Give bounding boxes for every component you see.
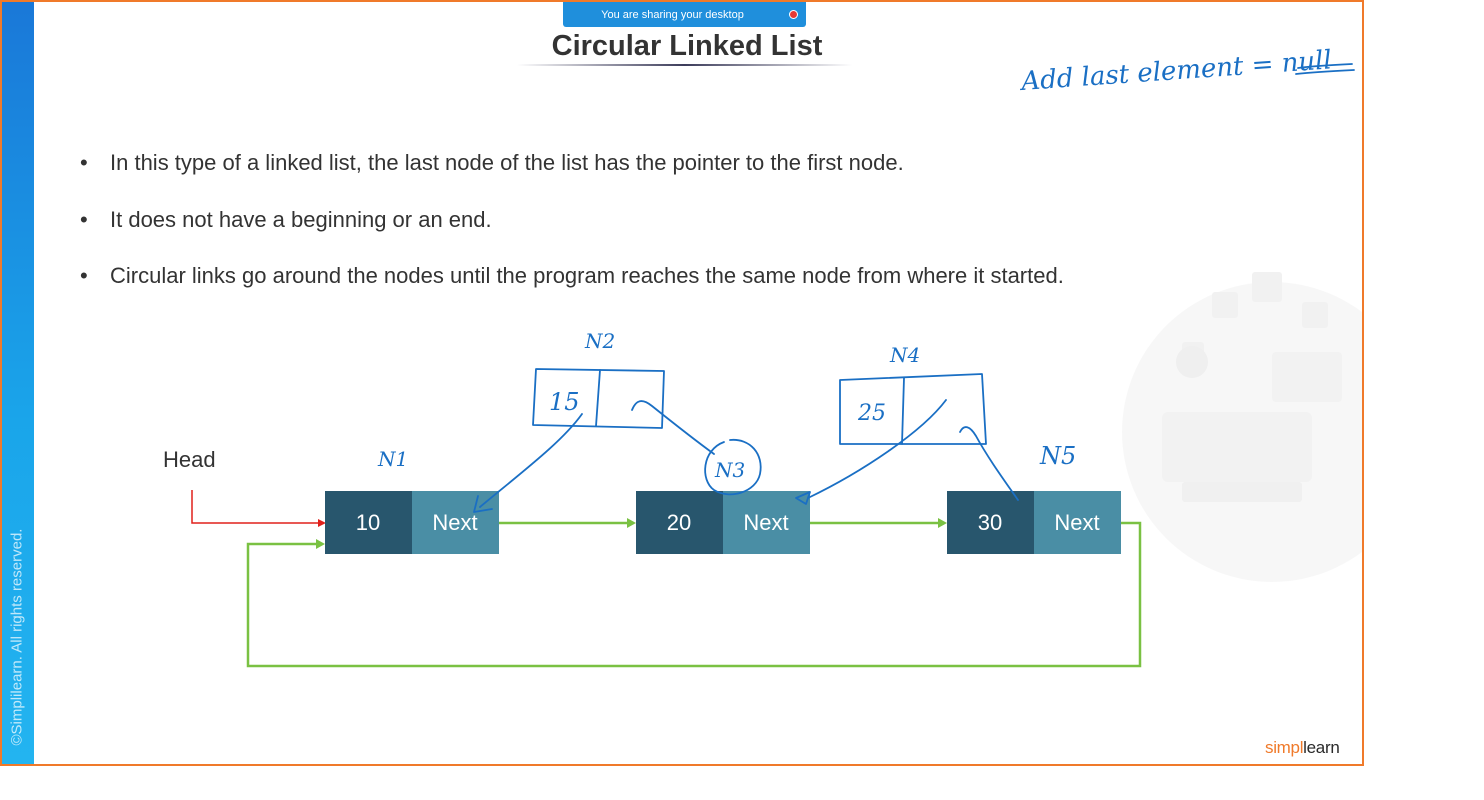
slide: ©Simplilearn. All rights reserved. You a… — [0, 0, 1364, 766]
link-arrow-tip-icon — [938, 518, 947, 528]
title-underline — [517, 64, 852, 66]
bullet-item: • It does not have a beginning or an end. — [80, 207, 492, 233]
sketch-node-label: N3 — [714, 458, 745, 482]
sketch-node-label: N4 — [889, 343, 920, 367]
sketch-circle — [704, 439, 762, 496]
screen-share-banner[interactable]: You are sharing your desktop — [563, 2, 806, 27]
bullet-dot-icon: • — [80, 263, 88, 288]
head-arrow-tip-icon — [318, 519, 326, 527]
bullet-text: It does not have a beginning or an end. — [110, 207, 492, 232]
sketch-pointer-head — [473, 495, 493, 513]
recording-dot-icon[interactable] — [789, 10, 798, 19]
sketch-pointer-line — [479, 413, 583, 508]
bullet-dot-icon: • — [80, 150, 88, 175]
node-value: 10 — [356, 510, 380, 535]
list-node: 30 Next — [947, 491, 1121, 554]
node-next-label: Next — [1054, 510, 1099, 535]
sketch-pointer-line — [807, 399, 947, 499]
slide-title: Circular Linked List — [551, 30, 823, 62]
sketch-pointer-line — [631, 400, 715, 455]
slide-left-bar: ©Simplilearn. All rights reserved. — [2, 2, 34, 764]
logo-part: simpl — [1265, 738, 1304, 757]
sketch-node-box — [839, 373, 987, 445]
node-data-cell — [947, 491, 1034, 554]
note-underline — [1297, 63, 1353, 69]
bullet-item: • Circular links go around the nodes unti… — [80, 263, 1064, 289]
circular-link-arrow-tip-icon — [316, 539, 325, 549]
note-underline — [1295, 69, 1355, 75]
bullet-text: In this type of a linked list, the last … — [110, 150, 904, 175]
circular-link-arrow — [246, 521, 1142, 668]
logo-part: learn — [1303, 738, 1340, 757]
head-label: Head — [163, 447, 216, 472]
list-node: 20 Next — [636, 491, 810, 554]
sketch-node-label: N2 — [584, 329, 615, 353]
simplilearn-logo: simpllearn — [1265, 738, 1340, 758]
node-next-label: Next — [432, 510, 477, 535]
handwritten-note: Add last element = null — [1018, 45, 1332, 97]
handwritten-annotations: Add last element = null N2 15 N3 N4 25 N… — [377, 45, 1355, 513]
node-data-cell — [636, 491, 723, 554]
node-value: 30 — [978, 510, 1002, 535]
head-arrow — [191, 490, 320, 524]
node-next-cell — [412, 491, 499, 554]
link-arrow-tip-icon — [627, 518, 636, 528]
sketch-node-value: 25 — [857, 401, 886, 426]
node-next-cell — [1034, 491, 1121, 554]
node-value: 20 — [667, 510, 691, 535]
sketch-node-label: N1 — [377, 447, 408, 471]
sketch-node-divider — [901, 377, 905, 445]
background-illustration — [1122, 272, 1362, 582]
sketch-node-divider — [595, 369, 601, 427]
list-node: 10 Next — [325, 491, 499, 554]
linked-list-diagram: 10 Next 20 Next 30 Next Add last element… — [191, 45, 1355, 668]
sketch-node-label: N5 — [1039, 442, 1076, 470]
bullet-dot-icon: • — [80, 207, 88, 232]
sketch-pointer-line — [959, 426, 1019, 501]
bullet-text: Circular links go around the nodes until… — [110, 263, 1064, 288]
node-data-cell — [325, 491, 412, 554]
sketch-node-box — [532, 368, 665, 429]
screen-share-text: You are sharing your desktop — [601, 8, 744, 21]
sketch-pointer-head — [795, 491, 811, 505]
node-next-label: Next — [743, 510, 788, 535]
sketch-node-value: 15 — [549, 388, 580, 416]
bullet-item: • In this type of a linked list, the last… — [80, 150, 904, 176]
node-next-cell — [723, 491, 810, 554]
